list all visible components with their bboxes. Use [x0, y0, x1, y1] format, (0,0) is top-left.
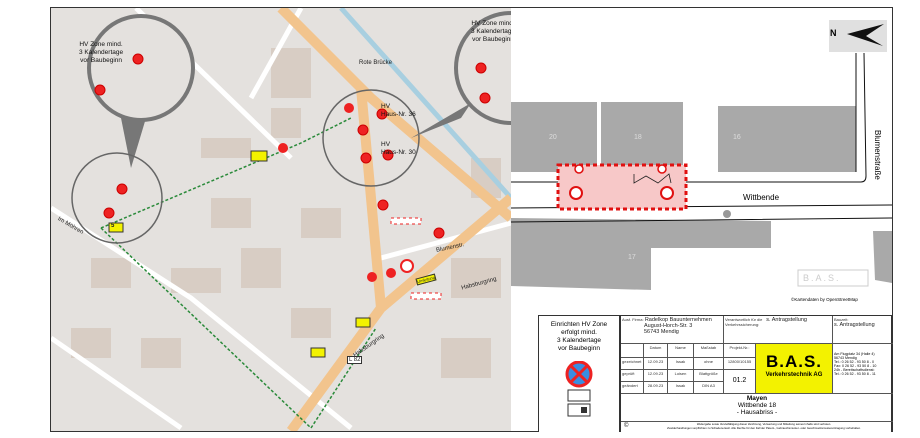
no-stopping-sign-icon: [565, 360, 593, 417]
note-box: Einrichten HV Zone erfolgt mind. 3 Kalen…: [538, 315, 620, 432]
closed-road-sign: [400, 259, 414, 273]
project-number: 12800/10155: [724, 358, 756, 370]
row-date: 12.09.23: [644, 370, 668, 382]
no-stopping-signs: [94, 53, 491, 239]
site-plan: N B.A.S. ©Kartendaten by OpenStreetMap W…: [511, 8, 892, 310]
north-arrow-icon: [847, 24, 884, 46]
callout-right-text: HV Zone mind. 3 Kalendertage vor Baubegi…: [471, 20, 511, 43]
contractor-line: Radelkop Bauunternehmen: [644, 317, 712, 323]
map-graphic: [51, 8, 511, 431]
site-plan-graphic: [511, 20, 892, 290]
row-label: geändert: [621, 382, 644, 394]
row-name: Loisen: [668, 370, 694, 382]
header-cell: Name: [668, 344, 694, 358]
title-block: Ausf. Firma: Radelkop Bauunternehmen Aug…: [620, 315, 893, 432]
callout-left-bubble: [87, 14, 195, 168]
street-name: Wittbende: [743, 193, 780, 202]
contractor-line: August-Horch-Str. 3: [644, 323, 693, 329]
road-number-label: L 82: [347, 356, 363, 364]
row-name: Issak: [668, 382, 694, 394]
compass-label: N: [830, 28, 837, 38]
house-number: 18: [634, 134, 642, 141]
header-cell: Datum: [644, 344, 668, 358]
closed-road-sign: [660, 186, 674, 200]
callout-left-text: HV Zone mind. 3 Kalendertage vor Baubegi…: [79, 41, 124, 64]
house-number: 17: [628, 254, 636, 261]
row-date: 28.09.23: [644, 382, 668, 394]
house-number: 20: [549, 134, 557, 141]
street-label: Rote Brücke: [359, 60, 393, 66]
contractor-cell: Ausf. Firma: Radelkop Bauunternehmen Aug…: [621, 316, 724, 344]
closed-road-sign: [569, 186, 583, 200]
company-logo: B.A.S. Verkehrstechnik AG: [756, 344, 833, 394]
house-number: 16: [733, 134, 741, 141]
company-address: Am Flugplatz 34 (Halle 4) 56743 Mendig T…: [833, 344, 893, 394]
watermark: B.A.S.: [803, 273, 841, 283]
site-city: Mayen: [746, 395, 768, 402]
period-value: s. Antragstellung: [834, 322, 875, 328]
company-subtitle: Verkehrstechnik AG: [765, 372, 823, 378]
overview-map: HV Zone mind. 3 Kalendertage vor Baubegi…: [51, 8, 511, 431]
map-credit: ©Kartendaten by OpenStreetMap: [791, 297, 858, 302]
row-label: geprüft: [621, 370, 644, 382]
note-text: Einrichten HV Zone erfolgt mind. 3 Kalen…: [550, 321, 608, 352]
row-label: gezeichnet: [621, 358, 644, 370]
copyright-symbol: ©: [624, 423, 629, 429]
header-cell: Projekt-Nr.:: [724, 344, 756, 358]
no-overtaking-sign: [657, 164, 667, 174]
hv-label-30: HV Haus-Nr. 30: [381, 141, 416, 156]
construction-sign: [250, 150, 268, 162]
no-entry-signs: [278, 103, 396, 282]
buildings: [511, 102, 892, 290]
period-label: Bauzeit:: [834, 317, 849, 322]
scale-value: ohne: [694, 358, 724, 370]
manhole-icon: [723, 210, 731, 218]
sheet-label: Blattgröße: [694, 370, 724, 382]
drawing-frame: [50, 7, 893, 432]
site-info: Mayen Wittbende 18 - Hausabriss -: [621, 394, 893, 422]
contractor-line: 56743 Mendig: [644, 329, 679, 335]
sheet-value: DIN A3: [694, 382, 724, 394]
row-name: Issak: [668, 358, 694, 370]
responsible-value: s. Antragstellung: [766, 317, 807, 323]
contractor-label: Ausf. Firma:: [622, 317, 644, 322]
copyright-text: Weitergabe sowie Vervielfältigung dieser…: [667, 422, 861, 430]
watermark-box: [797, 269, 869, 287]
period-cell: Bauzeit: s. Antragstellung: [833, 316, 893, 344]
version: 01.2: [724, 370, 756, 394]
responsible-cell: Verantwortlich für die Verkehrssicherung…: [724, 316, 833, 344]
site-address: Wittbende 18: [737, 402, 777, 409]
company-logo-text: B.A.S.: [765, 352, 823, 371]
row-date: 12.09.23: [644, 358, 668, 370]
site-project: - Hausabriss -: [736, 409, 778, 416]
no-overtaking-sign: [574, 164, 584, 174]
header-cell: [621, 344, 644, 358]
header-cell: Maßstab: [694, 344, 724, 358]
hv-label-36: HV Haus-Nr. 36: [381, 103, 416, 118]
responsible-label: Verantwortlich für die Verkehrssicherung…: [725, 317, 763, 327]
detour-number: 5: [111, 223, 115, 229]
cross-street-name: Blumenstraße: [873, 130, 882, 180]
